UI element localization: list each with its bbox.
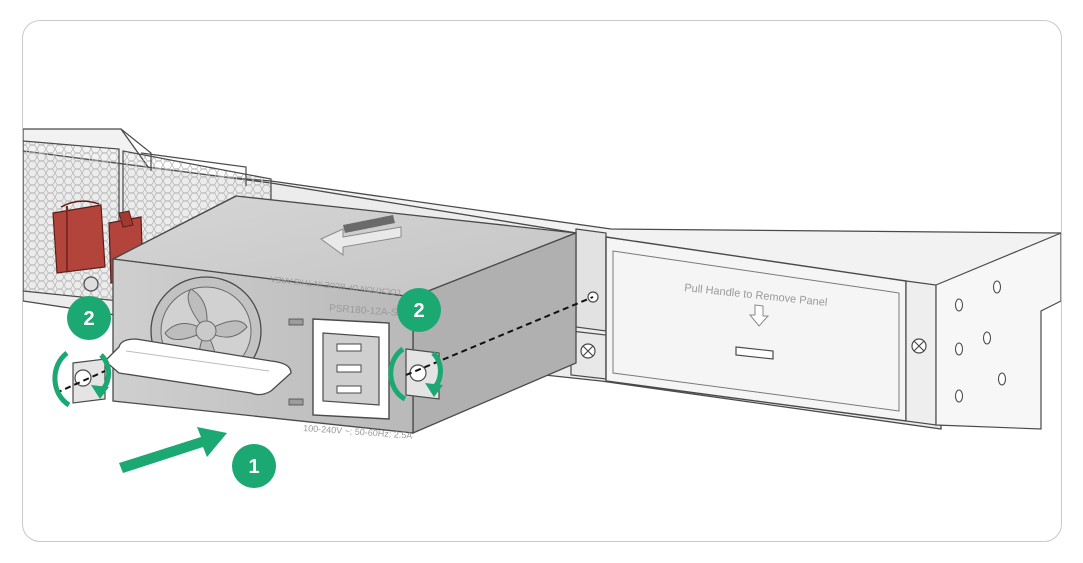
rotate-arrow-left-icon (52, 350, 112, 408)
psu-model-label: PSR180-12A-S (329, 303, 398, 319)
figure-frame: Pull Handle to Remove Panel (22, 20, 1062, 542)
red-latch-left (52, 200, 106, 274)
down-arrow-icon (748, 304, 770, 327)
svg-text:2: 2 (83, 308, 94, 330)
svg-text:1: 1 (248, 456, 259, 478)
mounting-ear-right (905, 232, 1061, 430)
step-badge-1: 1 (232, 444, 276, 488)
step-badge-2-left: 2 (67, 296, 111, 340)
insert-direction-arrow-icon (119, 427, 227, 473)
ac-power-inlet (312, 318, 390, 420)
rotate-arrow-right-icon (388, 346, 443, 402)
svg-text:2: 2 (413, 300, 424, 322)
psu-handle (104, 338, 292, 396)
panel-handle-slot (735, 346, 774, 360)
chassis-screw-hole (83, 276, 99, 292)
insertion-arrow-icon (320, 226, 402, 256)
installation-diagram: Pull Handle to Remove Panel (23, 128, 1061, 488)
filler-panel (605, 236, 907, 422)
step-badge-2-right: 2 (397, 288, 441, 332)
power-supply-module (72, 195, 577, 434)
alignment-line-left (55, 370, 106, 394)
